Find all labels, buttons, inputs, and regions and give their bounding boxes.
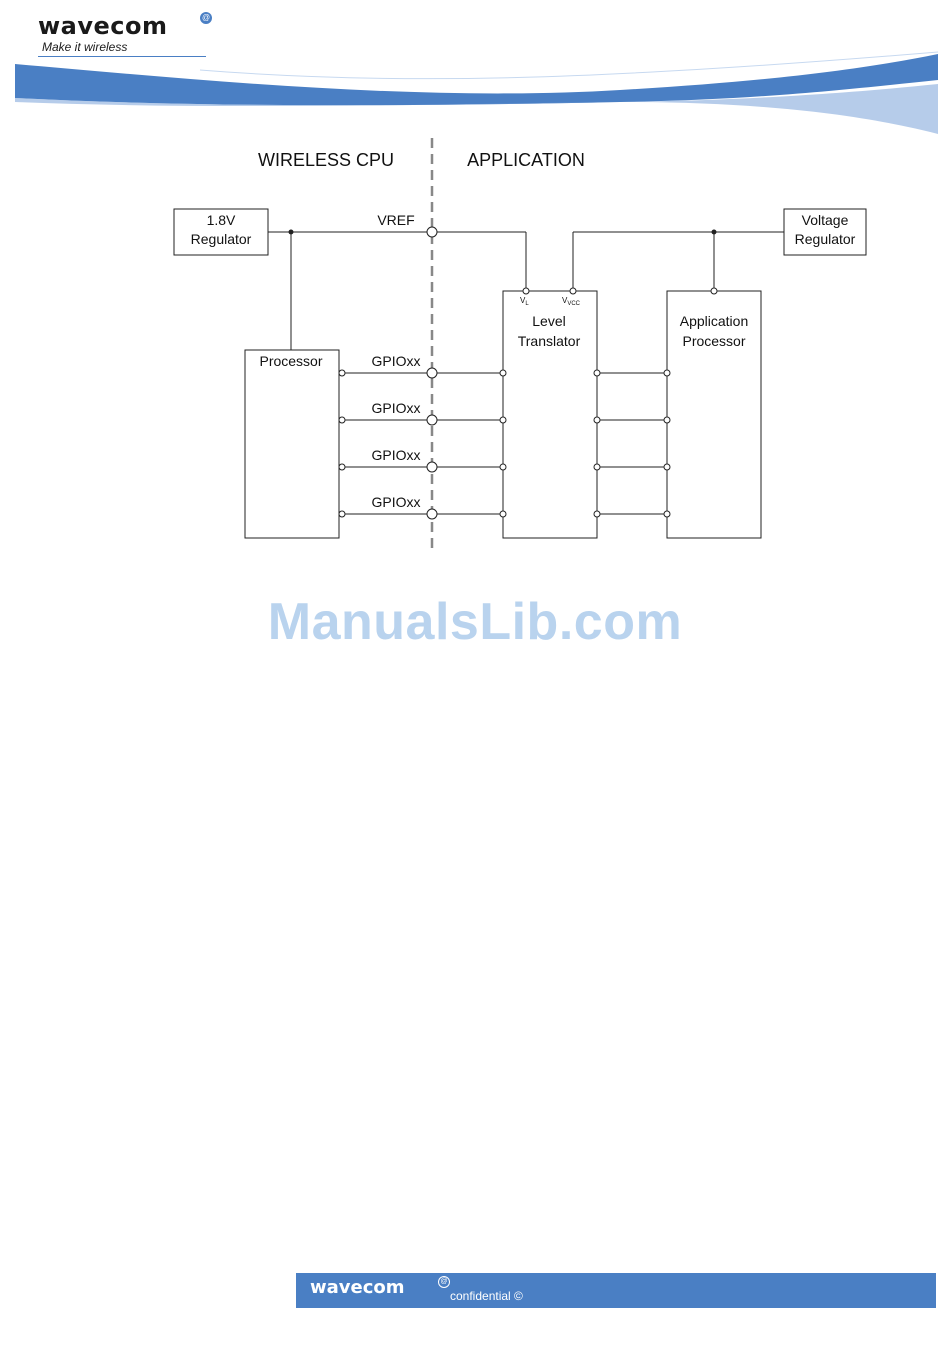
footer-bar: wavecom @ confidential © — [296, 1273, 936, 1308]
gpio-label: GPIOxx — [371, 494, 420, 510]
app-processor-line1: Application — [680, 313, 749, 329]
processor-label: Processor — [259, 353, 322, 369]
logo-wordmark: wavecom — [38, 12, 168, 40]
vl-pin — [523, 288, 529, 294]
level-translator-line2: Translator — [518, 333, 581, 349]
gpio-label: GPIOxx — [371, 353, 420, 369]
label-application: APPLICATION — [467, 150, 585, 170]
footer-confidential: confidential © — [450, 1289, 523, 1303]
app-supply-pin — [711, 288, 717, 294]
label-wireless-cpu: WIRELESS CPU — [258, 150, 394, 170]
app-processor-line2: Processor — [682, 333, 745, 349]
vref-pin — [427, 227, 437, 237]
junction-dot — [289, 230, 294, 235]
level-translator-line1: Level — [532, 313, 565, 329]
gpio-label: GPIOxx — [371, 447, 420, 463]
voltage-regulator-line1: Voltage — [802, 212, 849, 228]
level-translator-diagram: WIRELESS CPU APPLICATION 1.8V Regulator … — [0, 130, 950, 560]
logo-swirl-icon: @ — [200, 12, 212, 24]
vvcc-pin — [570, 288, 576, 294]
footer-logo-swirl-icon: @ — [438, 1276, 450, 1288]
gpio-label: GPIOxx — [371, 400, 420, 416]
regulator-1v8-line1: 1.8V — [207, 212, 236, 228]
processor-box — [245, 350, 339, 538]
watermark: ManualsLib.com — [0, 592, 950, 652]
footer-logo: wavecom — [310, 1277, 405, 1298]
junction-dot — [712, 230, 717, 235]
voltage-regulator-line2: Regulator — [795, 231, 856, 247]
header-swoosh — [0, 50, 950, 140]
vref-label: VREF — [377, 212, 414, 228]
regulator-1v8-line2: Regulator — [191, 231, 252, 247]
